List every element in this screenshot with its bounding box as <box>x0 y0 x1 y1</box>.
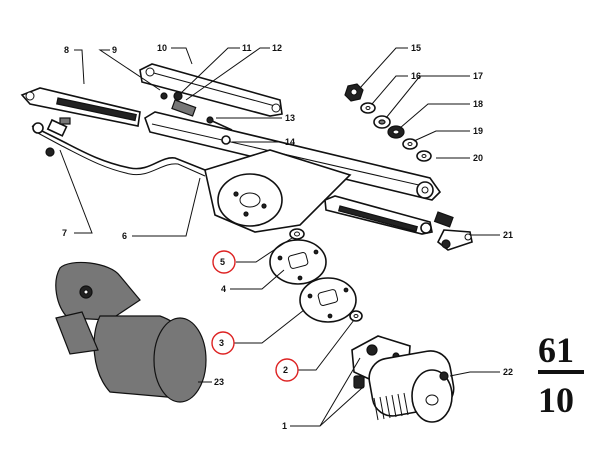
bolt-13 <box>209 119 233 131</box>
label-2: 2 <box>283 365 288 375</box>
leader-lines <box>59 47 500 427</box>
label-22: 22 <box>503 367 513 377</box>
highlight-circle-3 <box>211 331 235 355</box>
highlight-circle-5 <box>212 250 236 274</box>
label-19: 19 <box>473 126 483 136</box>
rod-end-left <box>32 122 44 134</box>
label-15: 15 <box>411 43 421 53</box>
group-number-top: 61 <box>538 330 574 370</box>
rod-8-shade <box>56 97 137 122</box>
label-11: 11 <box>242 43 252 53</box>
group-number: 61 10 <box>538 330 584 420</box>
washer-14 <box>221 135 231 145</box>
screw-22 <box>439 371 449 381</box>
crank-arm-21 <box>433 211 473 251</box>
label-7: 7 <box>62 228 67 238</box>
label-10: 10 <box>157 43 167 53</box>
label-18: 18 <box>473 99 483 109</box>
label-3: 3 <box>219 338 224 348</box>
hardware-stack <box>344 83 432 162</box>
label-4: 4 <box>221 284 226 294</box>
wiper-linkage <box>20 63 442 235</box>
group-number-bottom: 10 <box>538 380 574 420</box>
label-16: 16 <box>411 71 421 81</box>
label-5: 5 <box>220 257 225 267</box>
label-17: 17 <box>473 71 483 81</box>
label-1: 1 <box>282 421 287 431</box>
wiper-motor-23 <box>55 261 207 403</box>
label-9: 9 <box>112 45 117 55</box>
label-20: 20 <box>473 153 483 163</box>
label-21: 21 <box>503 230 513 240</box>
gasket-stack <box>269 228 363 323</box>
label-13: 13 <box>285 113 295 123</box>
crank-bar <box>139 63 283 117</box>
label-23: 23 <box>214 377 224 387</box>
drive-rod <box>31 125 206 171</box>
highlight-marks <box>211 250 299 382</box>
highlight-circle-2 <box>275 358 299 382</box>
label-8: 8 <box>64 45 69 55</box>
label-12: 12 <box>272 43 282 53</box>
wiper-motor-1 <box>351 335 455 423</box>
label-14: 14 <box>285 137 295 147</box>
label-6: 6 <box>122 231 127 241</box>
part-labels: 8 9 10 11 12 13 14 15 16 17 18 19 20 21 … <box>62 43 513 431</box>
